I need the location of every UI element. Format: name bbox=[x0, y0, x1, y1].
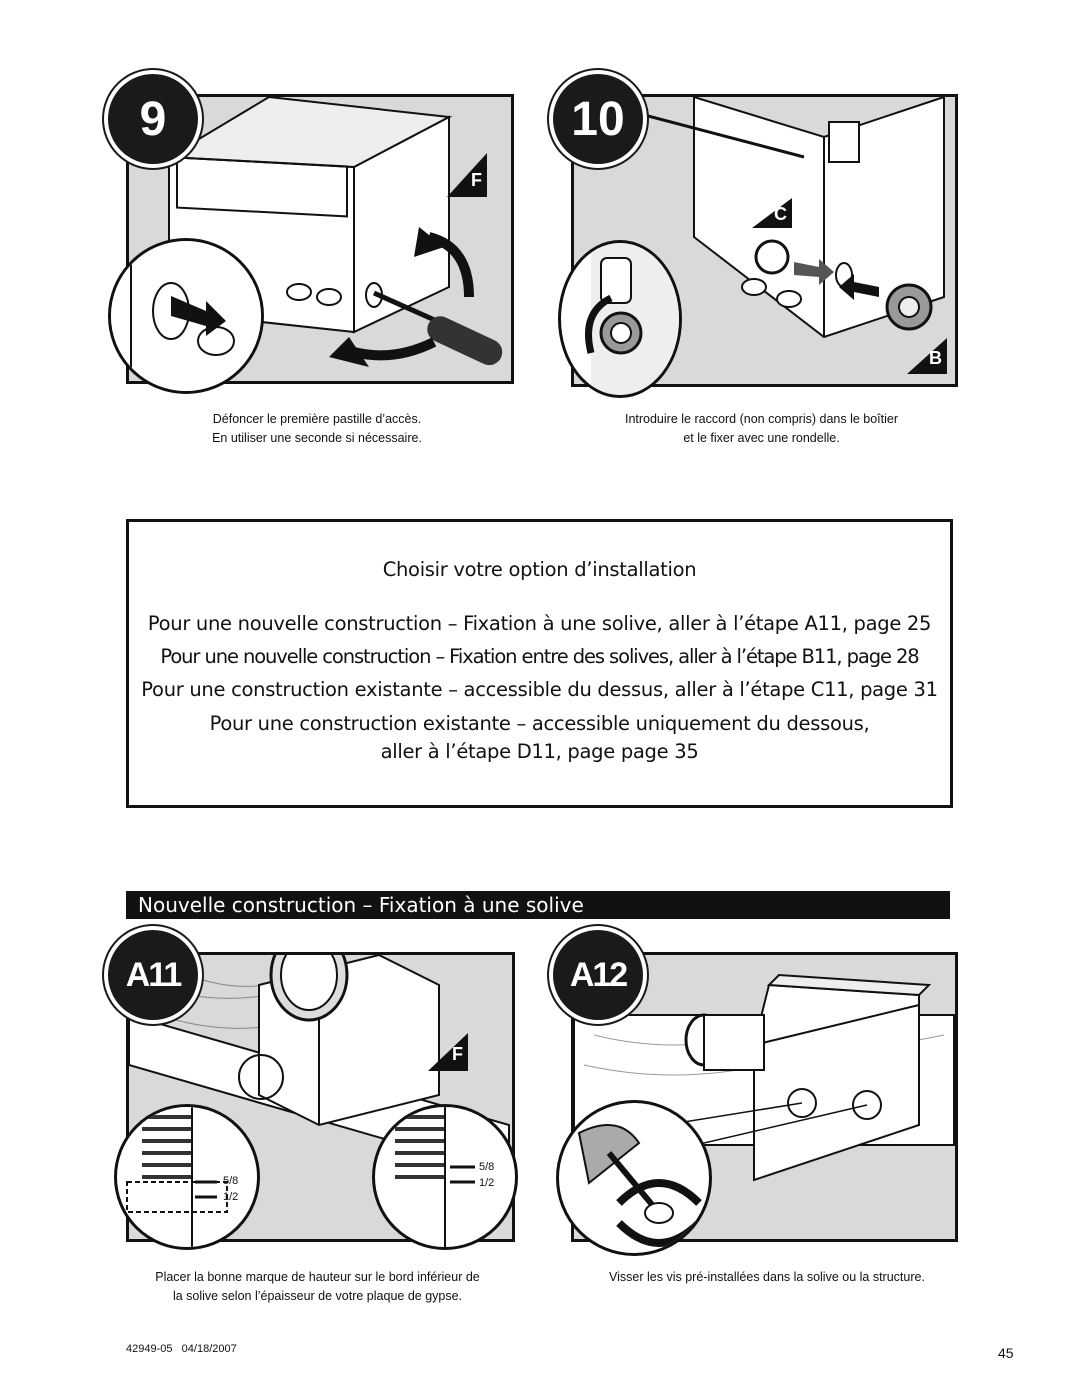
option-b11: Pour une nouvelle construction – Fixatio… bbox=[160, 645, 919, 668]
step-9-caption: Défoncer le première pastille d’accès. E… bbox=[212, 412, 422, 445]
step-a11-detail-circle-left: 5/8 1/2 bbox=[114, 1104, 260, 1250]
option-a11: Pour une nouvelle construction – Fixatio… bbox=[147, 612, 932, 635]
step-a11-number: A11 bbox=[125, 955, 182, 994]
part-label-f-step-9: F bbox=[447, 153, 487, 197]
step-a11-badge: A11 bbox=[104, 926, 202, 1024]
a11-mark-1-2-right: 1/2 bbox=[479, 1177, 495, 1189]
options-title: Choisir votre option d’installation bbox=[382, 558, 697, 581]
step-10-number: 10 bbox=[571, 92, 625, 146]
installation-options-box: Choisir votre option d’installation Pour… bbox=[126, 519, 953, 808]
a11-mark-1-2-left: 1/2 bbox=[223, 1191, 239, 1203]
section-title-bar: Nouvelle construction – Fixation à une s… bbox=[126, 891, 950, 919]
step-a12-detail-circle bbox=[556, 1100, 712, 1256]
footer-doc-info: 42949-05 04/18/2007 bbox=[126, 1343, 237, 1355]
part-label-c-step-10: C bbox=[752, 198, 792, 228]
a11-mark-5-8-left: 5/8 bbox=[223, 1175, 239, 1187]
option-d11-line1: Pour une construction existante – access… bbox=[209, 712, 870, 735]
page-number: 45 bbox=[998, 1345, 1014, 1361]
step-a12-number: A12 bbox=[569, 955, 628, 994]
step-9-badge: 9 bbox=[104, 70, 202, 168]
step-9-detail-circle bbox=[108, 238, 264, 394]
step-a12-badge: A12 bbox=[549, 926, 647, 1024]
step-a12-caption: Visser les vis pré-installées dans la so… bbox=[609, 1270, 925, 1284]
footer-doc-id: 42949-05 bbox=[126, 1343, 173, 1355]
step-10-caption: Introduire le raccord (non compris) dans… bbox=[624, 412, 899, 445]
option-d11-line2: aller à l’étape D11, page page 35 bbox=[380, 740, 699, 763]
step-10-badge: 10 bbox=[549, 70, 647, 168]
part-label-b-step-10: B bbox=[907, 338, 947, 374]
step-a11-caption: Placer la bonne marque de hauteur sur le… bbox=[155, 1270, 480, 1303]
part-label-f-step-a11: F bbox=[428, 1033, 468, 1071]
option-c11: Pour une construction existante – access… bbox=[141, 678, 938, 701]
step-a11-detail-circle-right: 5/8 1/2 bbox=[372, 1104, 518, 1250]
a11-mark-5-8-right: 5/8 bbox=[479, 1161, 495, 1173]
footer-date: 04/18/2007 bbox=[181, 1343, 237, 1355]
step-9-number: 9 bbox=[139, 92, 167, 146]
step-10-detail-circle bbox=[558, 240, 682, 398]
